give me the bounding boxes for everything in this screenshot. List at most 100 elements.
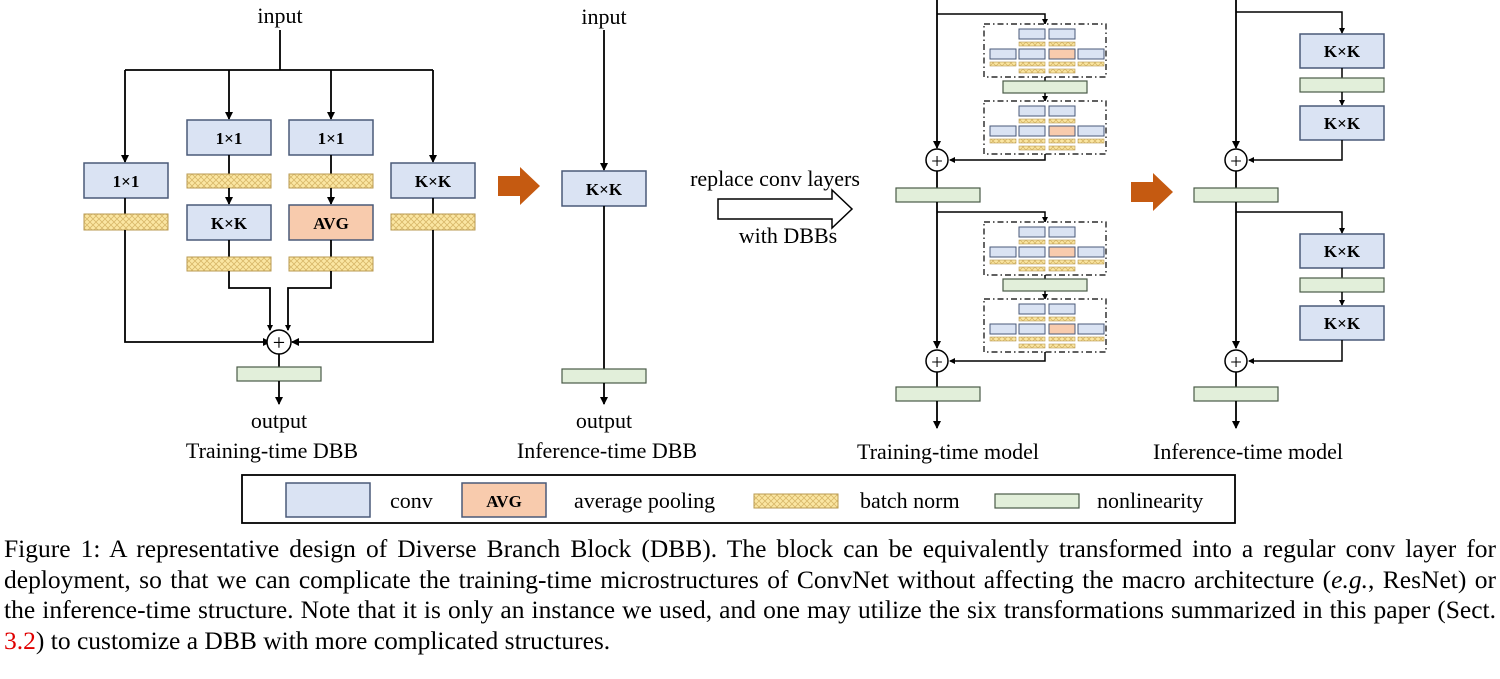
mini-conv: [1077, 48, 1105, 60]
model-plus-2: +: [931, 350, 943, 374]
training-time-model: + + Training-time model: [857, 0, 1107, 464]
mini-conv: [1048, 105, 1076, 117]
mini-dbb-2b: [983, 298, 1107, 353]
training-dbb-nonlinearity: [236, 366, 322, 382]
replace-line1: replace conv layers: [690, 166, 860, 191]
mini-conv: [1018, 105, 1046, 117]
branch-return-1: [949, 154, 1046, 163]
legend-bn-label: batch norm: [860, 488, 960, 513]
legend: conv AVG average pooling batch norm nonl…: [241, 474, 1236, 524]
branch3-conv-label: 1×1: [318, 129, 345, 148]
inf-nonlin-2: [1193, 386, 1279, 402]
inference-output-label: output: [576, 408, 632, 433]
caption-eg: e.g.: [1331, 564, 1368, 594]
inf-conv-1b-label: K×K: [1324, 114, 1361, 133]
mini-conv: [989, 246, 1017, 258]
training-model-title: Training-time model: [857, 439, 1039, 464]
mini-bn: [1077, 336, 1105, 342]
mini-bn: [1018, 316, 1046, 322]
training-dbb-title: Training-time DBB: [186, 438, 358, 463]
mini-bn: [1048, 61, 1076, 67]
mini-bn: [1077, 138, 1105, 144]
inference-input-label: input: [581, 4, 626, 29]
model-nonlin-2: [895, 386, 981, 402]
branch3-to-sum: [285, 271, 332, 331]
inf-plus-2: +: [1230, 350, 1242, 374]
legend-nonlin-swatch: [994, 493, 1080, 509]
mini-bn: [1018, 266, 1046, 272]
branch2-bn2: [186, 256, 272, 272]
inference-time-dbb: input K×K output Inference-time DBB: [517, 4, 697, 463]
branch1-bn: [83, 213, 169, 231]
branch2-conv1-label: 1×1: [216, 129, 243, 148]
branch1-conv-1x1: [83, 162, 169, 199]
mini-avg: [1048, 48, 1076, 60]
mini-bn: [1018, 336, 1046, 342]
mini-bn: [989, 138, 1017, 144]
inf-plus-1: +: [1230, 149, 1242, 173]
mini-conv: [1018, 28, 1046, 40]
caption-text-after: ) to customize a DBB with more complicat…: [35, 625, 611, 655]
mini-bn: [1048, 259, 1076, 265]
mini-dbb-1b: [983, 100, 1107, 155]
model-plus-1: +: [931, 149, 943, 173]
inf-branch-line-1: [1236, 11, 1345, 34]
mini-conv: [1048, 303, 1076, 315]
inf-nonlin-1a: [1299, 77, 1385, 93]
mini-dbb-2a: [983, 221, 1107, 276]
orange-arrow-2: [1131, 173, 1173, 211]
mini-bn: [1018, 239, 1046, 245]
branch-return-2: [949, 352, 1046, 364]
mini-bn: [1018, 259, 1046, 265]
dbb-diagram: input 1×1 1×1 K×K 1×1 AVG: [83, 0, 1385, 524]
inf-conv-2a-label: K×K: [1324, 242, 1361, 261]
legend-nonlin-label: nonlinearity: [1097, 488, 1203, 513]
mini-bn: [1077, 61, 1105, 67]
mini-conv: [1048, 226, 1076, 238]
mini-conv: [1018, 246, 1046, 258]
training-output-label: output: [251, 408, 307, 433]
input-split-line: [125, 30, 433, 71]
mini-conv: [989, 323, 1017, 335]
branch2-conv2-label: K×K: [211, 214, 248, 233]
mini-dbb-1a: [983, 23, 1107, 78]
model-nonlin-1a: [1002, 80, 1088, 94]
mini-avg: [1048, 323, 1076, 335]
mini-conv: [1018, 226, 1046, 238]
model-nonlin-1: [895, 187, 981, 203]
branch1-to-sum: [124, 230, 271, 346]
mini-bn: [1018, 343, 1046, 349]
inf-branch-line-2: [1236, 211, 1345, 234]
branch4-conv-label: K×K: [415, 172, 452, 191]
model-nonlin-2a: [1002, 278, 1088, 292]
training-time-dbb: input 1×1 1×1 K×K 1×1 AVG: [83, 3, 476, 463]
branch4-to-sum: [291, 230, 434, 346]
mini-bn: [989, 259, 1017, 265]
legend-conv-swatch: [285, 482, 371, 518]
caption-section-ref[interactable]: 3.2: [4, 625, 36, 655]
mini-bn: [1018, 138, 1046, 144]
mini-bn: [1018, 61, 1046, 67]
legend-avg-swatch: [461, 482, 547, 518]
mini-bn: [1048, 138, 1076, 144]
mini-bn: [1048, 118, 1076, 124]
branch2-conv-kxk: [186, 204, 272, 241]
mini-conv: [1018, 125, 1046, 137]
orange-arrow-1: [498, 167, 540, 205]
mini-bn: [989, 336, 1017, 342]
mini-conv: [989, 48, 1017, 60]
inference-model-title: Inference-time model: [1153, 439, 1343, 464]
replace-line2: with DBBs: [739, 223, 837, 248]
training-input-label: input: [257, 3, 302, 28]
inference-dbb-nonlinearity: [561, 368, 647, 384]
hollow-arrow: [717, 188, 854, 230]
branch1-conv-label: 1×1: [113, 172, 140, 191]
caption-text-before: Figure 1: A representative design of Div…: [4, 534, 1496, 594]
mini-conv: [1018, 323, 1046, 335]
branch-line-1a: [937, 13, 1048, 25]
inf-branch-return-1: [1248, 140, 1343, 163]
inference-dbb-title: Inference-time DBB: [517, 438, 697, 463]
mini-bn: [1018, 41, 1046, 47]
inference-conv-label: K×K: [586, 180, 623, 199]
mini-bn: [1048, 316, 1076, 322]
